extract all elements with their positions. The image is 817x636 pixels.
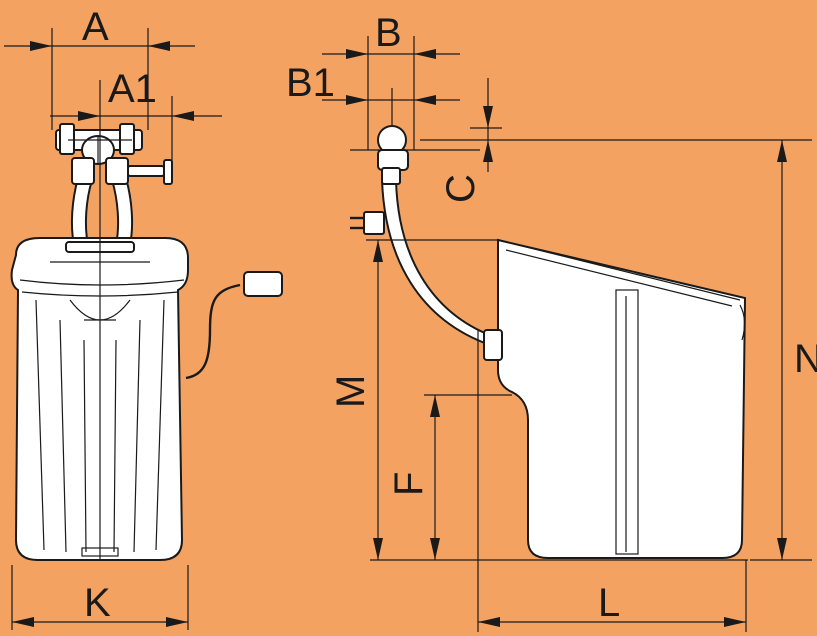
label-F: F [387, 472, 431, 496]
dimension-A1: A1 [50, 67, 222, 162]
dimension-B1: B1 [286, 61, 460, 126]
dimension-K: K [11, 565, 189, 630]
front-valve-assembly [55, 123, 173, 185]
front-power-adapter [185, 271, 283, 380]
dimension-N: N [420, 139, 817, 561]
label-B1: B1 [286, 61, 335, 105]
dimension-C: C [439, 78, 502, 203]
dimension-F: F [387, 394, 512, 560]
label-B: B [375, 11, 402, 55]
dimension-B: B [322, 11, 460, 150]
label-N: N [794, 337, 817, 381]
side-view [350, 125, 748, 561]
front-view [10, 80, 283, 561]
dimension-A: A [4, 5, 195, 130]
dimension-L: L [477, 330, 747, 632]
side-tank [483, 238, 747, 559]
label-L: L [598, 581, 620, 625]
dimension-M: M [329, 239, 500, 560]
side-plug [350, 211, 385, 235]
label-C: C [439, 174, 483, 203]
label-M: M [329, 375, 373, 408]
front-hoses [70, 176, 134, 246]
label-A: A [82, 5, 109, 49]
label-A1: A1 [108, 67, 157, 111]
label-K: K [84, 581, 111, 625]
